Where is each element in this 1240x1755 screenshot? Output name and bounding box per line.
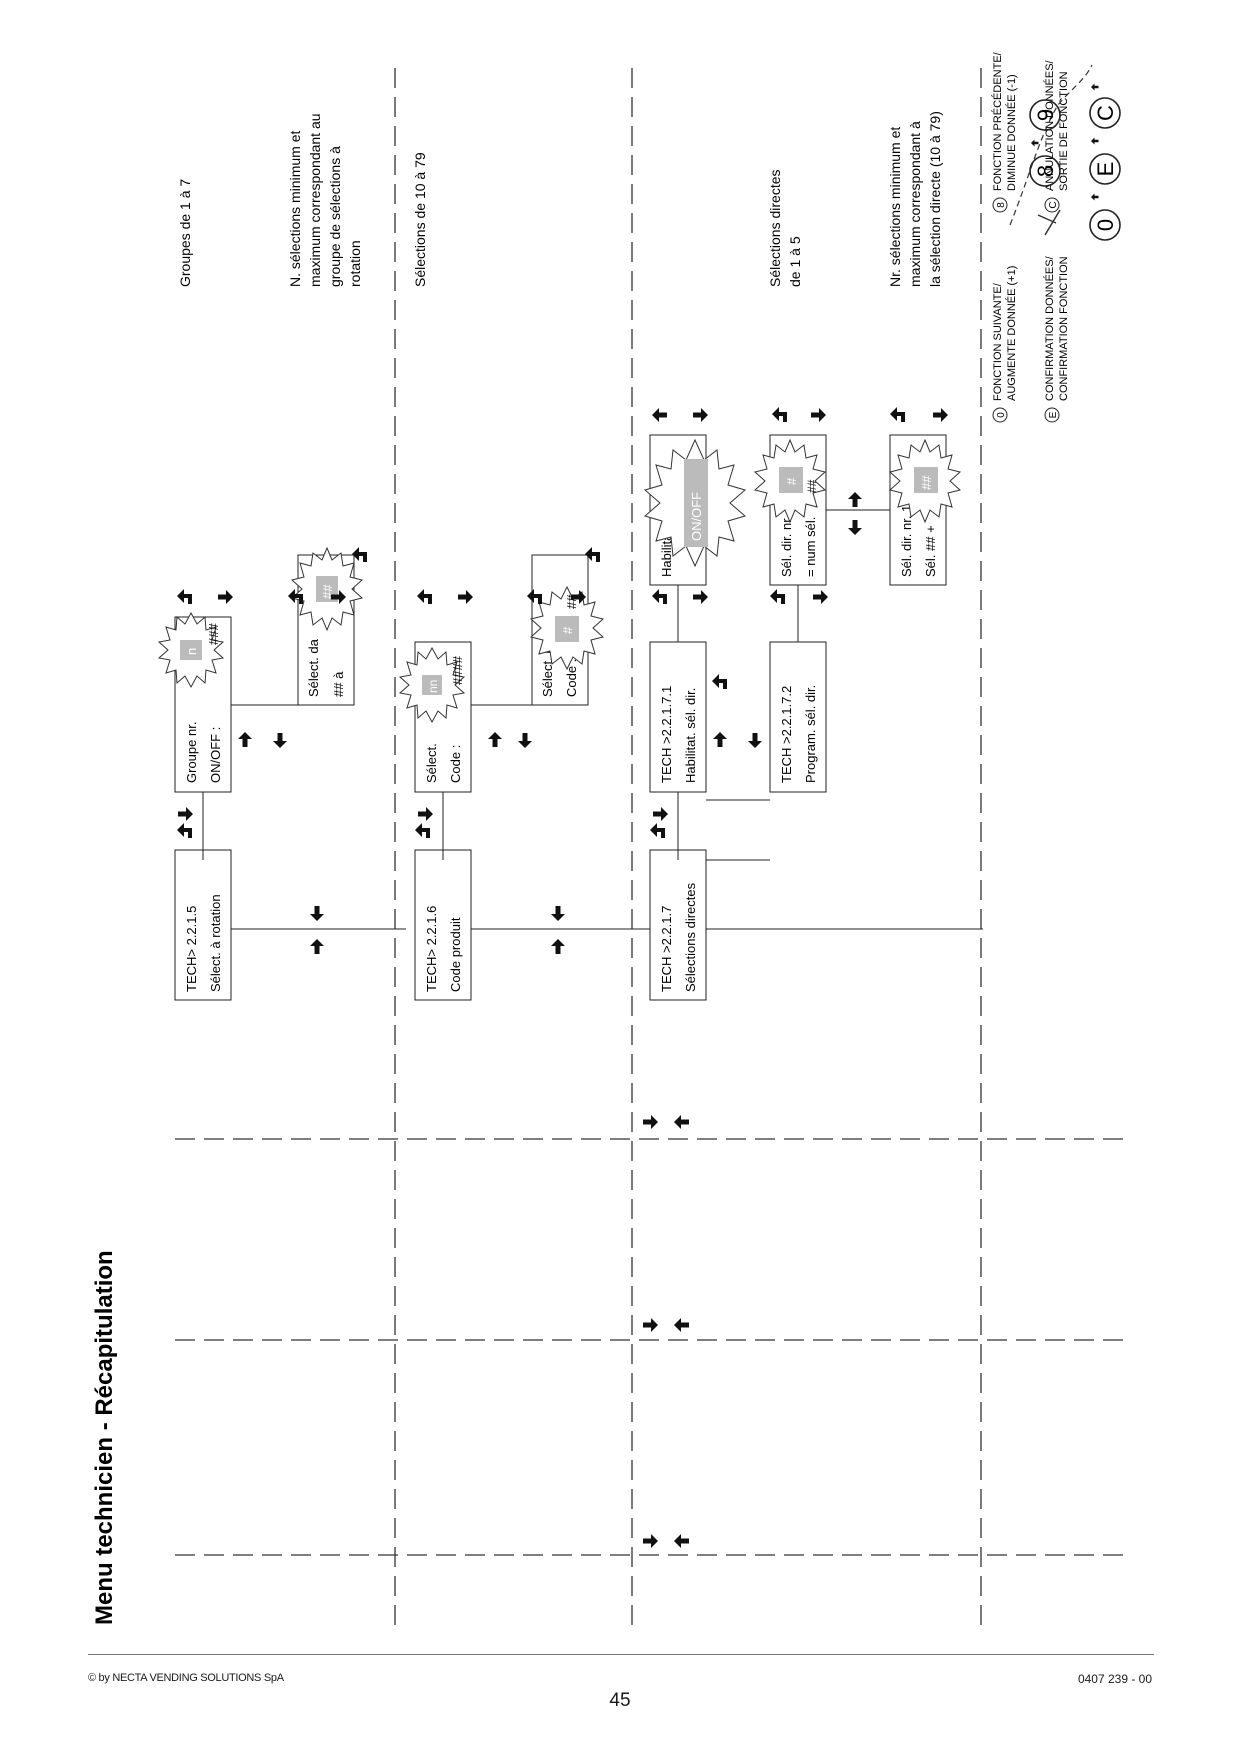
box-select-rotation-line2: ## à — [331, 671, 346, 697]
box-direct-main-line2: Sélections directes — [683, 882, 698, 992]
keypad-key-0: 0 — [1093, 219, 1118, 231]
legend-key-e: E — [1048, 411, 1059, 418]
box-code-main-line1: TECH> 2.2.1.6 — [424, 906, 439, 992]
note-direct-min-max-3: la sélection directe (10 à 79) — [927, 111, 943, 287]
note-direct-2: de 1 à 5 — [787, 236, 803, 287]
lane-code: TECH> 2.2.1.6 Code produit Sélect. Code … — [398, 152, 652, 1001]
box-rotation-main-line1: TECH> 2.2.1.5 — [184, 906, 199, 992]
lane-direct: TECH >2.2.1.7 Sélections directes TECH >… — [643, 111, 983, 1001]
footer-rule — [88, 1654, 1154, 1655]
note-rotation-min-max-4: rotation — [347, 240, 363, 287]
box-groupe-line2: ON/OFF : — [208, 727, 223, 783]
box-direct-main-line1: TECH >2.2.1.7 — [659, 906, 674, 992]
footer-copyright: © by NECTA VENDING SOLUTIONS SpA — [88, 1672, 284, 1684]
box-code-main-line2: Code produit — [448, 917, 463, 992]
note-direct-min-max-2: maximum correspondant à — [907, 121, 923, 287]
box-select-rotation-line1: Sélect. da — [306, 638, 321, 697]
legend-previous-line1: FONCTION PRÉCÉDENTE/ — [991, 51, 1004, 191]
lane-separators — [394, 65, 982, 1625]
left-arrows — [643, 1115, 689, 1548]
box-direct-last-line1: Sél. dir. nr. 1 — [899, 505, 914, 577]
legend-key-c: C — [1048, 201, 1059, 208]
box-direct-program-line2: Program. sél. dir. — [803, 685, 818, 783]
box-direct-enable-line2: Habilitat. sél. dir. — [683, 688, 698, 783]
box-rotation-main-line2: Sélect. à rotation — [208, 894, 223, 992]
note-groupes: Groupes de 1 à 7 — [177, 179, 193, 287]
legend-item-next: 0 FONCTION SUIVANTE/ AUGMENTE DONNÉE (+1… — [992, 266, 1018, 423]
program-value-trailing: ## — [805, 479, 819, 493]
box-direct-program-value-line1: Sél. dir. nr. — [779, 516, 794, 577]
box-code-select-line1: Sélect. — [424, 743, 439, 783]
page-title: Menu technicien - Récapitulation — [91, 1250, 118, 1625]
box-direct-program-value-line2: = num sél. — [803, 517, 818, 577]
keypad-key-9: 9 — [1033, 109, 1058, 121]
box-groupe-line1: Groupe nr. — [184, 722, 199, 783]
burst-direct-program-value: # — [784, 477, 799, 485]
box-code-select-line2: Code : — [448, 745, 463, 783]
footer-doc-ref: 0407 239 - 00 — [1077, 1672, 1152, 1686]
legend-item-previous: 8 FONCTION PRÉCÉDENTE/ DIMINUE DONNÉE (-… — [991, 51, 1018, 213]
legend-previous-line2: DIMINUE DONNÉE (-1) — [1005, 74, 1018, 191]
legend-key-8: 8 — [996, 202, 1007, 208]
groupe-trailing: ### — [206, 623, 221, 645]
lane-rotation: TECH> 2.2.1.5 Sélect. à rotation Groupe … — [157, 113, 406, 1001]
legend-next-line1: FONCTION SUIVANTE/ — [992, 282, 1004, 401]
note-rotation-min-max-3: groupe de sélections à — [327, 146, 343, 287]
note-direct-1: Sélections directes — [767, 169, 783, 287]
code-select-trailing: #### — [450, 655, 465, 685]
keypad-edge — [1009, 64, 1093, 226]
box-direct-enable-line1: TECH >2.2.1.7.1 — [659, 686, 674, 783]
burst-direct-last-value: ## — [919, 475, 934, 490]
note-direct-min-max-1: Nr. sélections minimum et — [887, 127, 903, 287]
legend-item-confirm: E CONFIRMATION DONNÉES/ CONFIRMATION FON… — [1043, 255, 1070, 423]
note-rotation-min-max-1: N. sélections minimum et — [287, 131, 303, 287]
legend-item-cancel: C ANNULATION DONNÉES/ SORTIE DE FONCTION — [1043, 59, 1070, 213]
legend-confirm-line1: CONFIRMATION DONNÉES/ — [1043, 255, 1056, 401]
box-direct-program-line1: TECH >2.2.1.7.2 — [779, 686, 794, 783]
keypad-illustration: 8 9 0 E C — [1009, 64, 1121, 241]
legend-key-0: 0 — [996, 412, 1007, 418]
burst-direct-enable-value: ON/OFF — [689, 492, 704, 541]
note-rotation-min-max-2: maximum correspondant au — [307, 113, 323, 287]
page-number: 45 — [609, 1690, 631, 1711]
box-direct-last-line2: Sél. ## + — [923, 525, 938, 577]
legend: 0 FONCTION SUIVANTE/ AUGMENTE DONNÉE (+1… — [991, 51, 1121, 423]
finger-icon — [1037, 209, 1061, 236]
legend-next-line2: AUGMENTE DONNÉE (+1) — [1005, 266, 1018, 401]
keypad-key-8: 8 — [1033, 165, 1058, 177]
burst-code-select-value: nn — [426, 680, 440, 693]
column-separators — [175, 1138, 1130, 1556]
legend-confirm-line2: CONFIRMATION FONCTION — [1058, 256, 1070, 401]
keypad-key-c: C — [1093, 105, 1118, 121]
note-code: Sélections de 10 à 79 — [412, 152, 428, 287]
burst-code-value-value: # — [560, 626, 575, 634]
keypad-key-e: E — [1093, 162, 1118, 177]
burst-groupe-value: n — [184, 648, 199, 655]
